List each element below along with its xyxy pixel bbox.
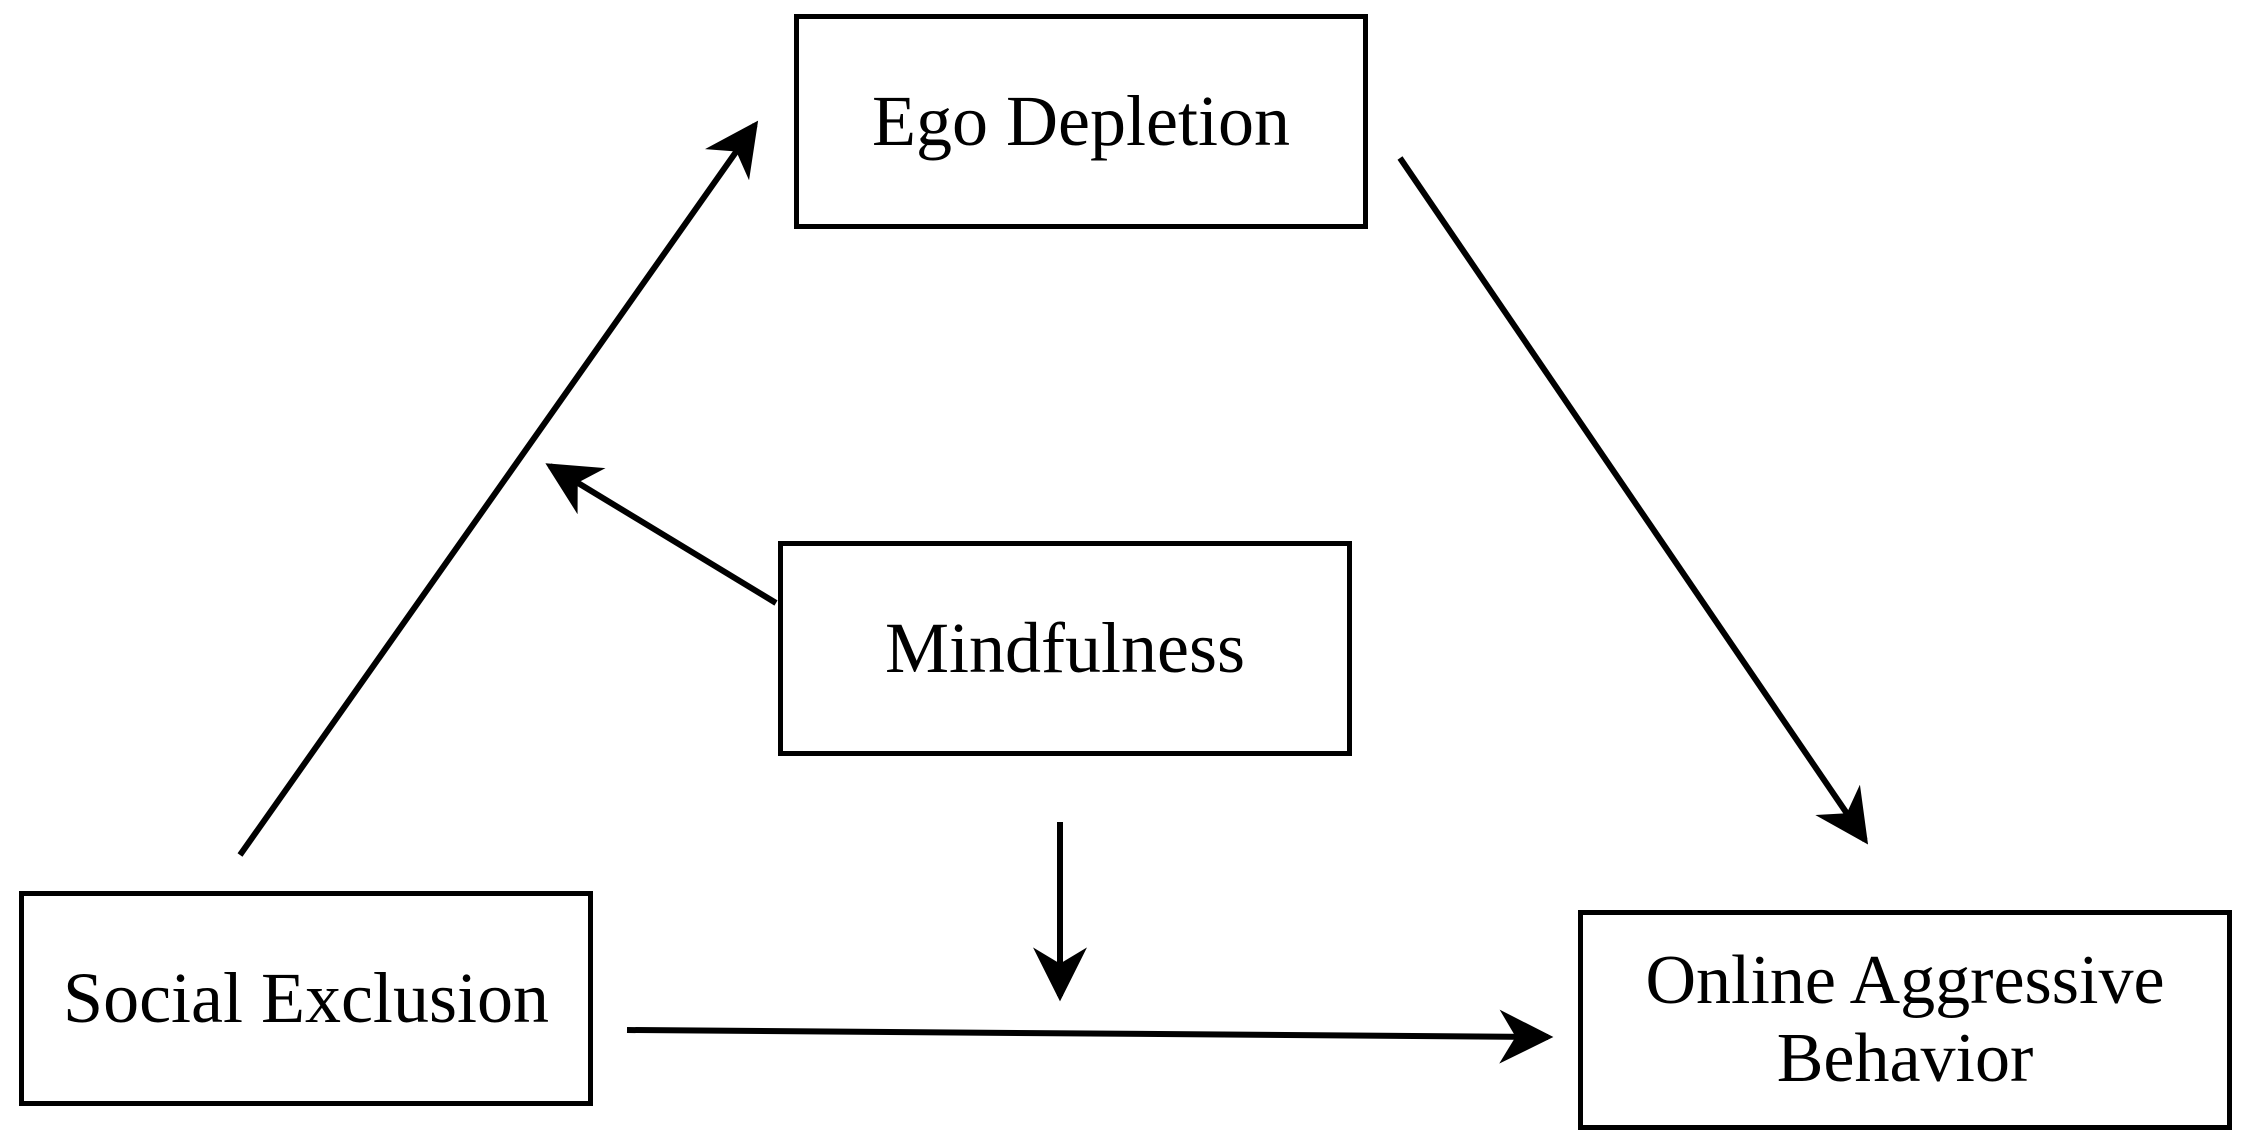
social-exclusion-box: Social Exclusion — [19, 891, 593, 1106]
ego-depletion-box: Ego Depletion — [794, 14, 1368, 229]
mindfulness-box: Mindfulness — [778, 541, 1352, 756]
social-exclusion-label: Social Exclusion — [63, 958, 549, 1039]
online-aggressive-behavior-line-1: Online Aggressive — [1645, 941, 2165, 1019]
arrow-ego-to-online — [1397, 156, 1869, 845]
arrow-social-to-online — [626, 1009, 1554, 1064]
online-aggressive-behavior-line-2: Behavior — [1776, 1020, 2034, 1097]
online-aggressive-behavior-box: Online Aggressive Behavior — [1578, 910, 2232, 1130]
arrow-social-to-ego — [237, 120, 759, 857]
online-aggressive-behavior-label: Online Aggressive Behavior — [1645, 942, 2164, 1099]
ego-depletion-label: Ego Depletion — [872, 81, 1290, 162]
arrow-mindfulness-to-a-path — [545, 463, 778, 606]
mindfulness-label: Mindfulness — [885, 608, 1245, 689]
